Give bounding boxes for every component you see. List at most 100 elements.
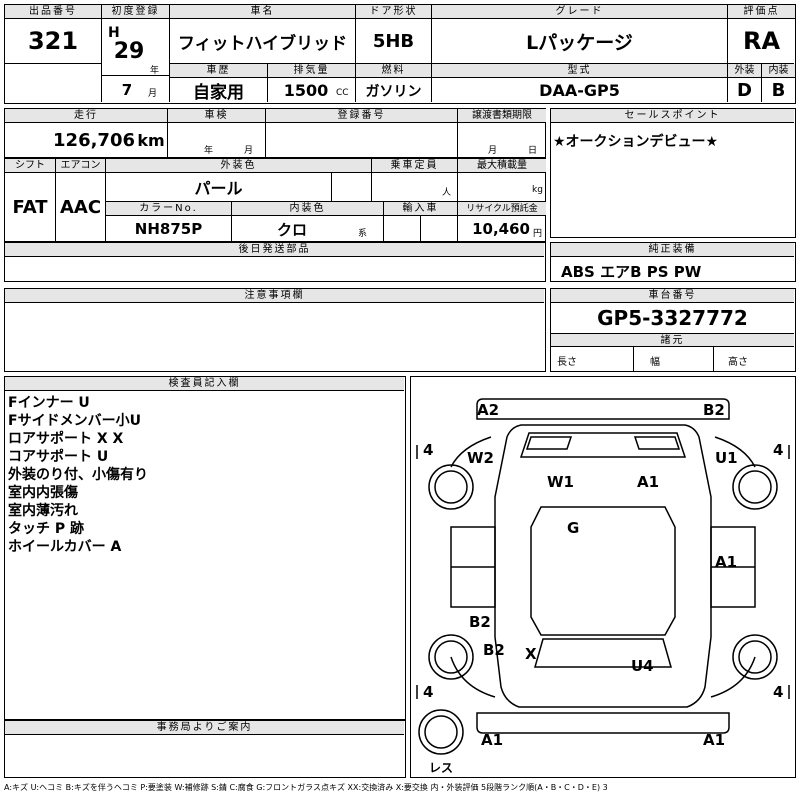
- interior-label: 内装色: [232, 202, 383, 216]
- later-parts-section: 後日発送部品: [4, 242, 546, 282]
- wheel-rear-right: [732, 634, 778, 680]
- chassis-number: GP5-3327772: [597, 306, 748, 330]
- damage-code: U4: [631, 657, 654, 675]
- reg-no-cell: 登録番号: [265, 109, 457, 157]
- fuel-cell: 燃料 ガソリン: [355, 63, 431, 102]
- int-grade: B: [771, 80, 786, 101]
- tire-tread: 4: [423, 683, 434, 701]
- score: RA: [742, 27, 781, 55]
- reg-year: 29: [113, 38, 145, 64]
- import-split: [420, 216, 457, 242]
- load-cell: 最大積載量 kg: [457, 159, 546, 201]
- equipment: ABS エアB PS PW: [561, 263, 702, 281]
- wheel-rear-left: [428, 634, 474, 680]
- transfer-label: 譲渡書類期限: [458, 109, 546, 123]
- door-type: 5HB: [372, 30, 415, 52]
- tire-tread: 4: [773, 441, 784, 459]
- inspection-year-unit: 年: [204, 146, 214, 156]
- windshield-outline: [519, 432, 687, 458]
- width-label: 幅: [650, 357, 660, 368]
- height-cell: 高さ: [713, 347, 794, 371]
- reg-no-label: 登録番号: [266, 109, 457, 123]
- inspector-note: Fサイドメンバー小U: [8, 413, 141, 429]
- sales-point: ★オークションデビュー★: [553, 134, 719, 150]
- ext-cell: 外装 D: [727, 63, 761, 102]
- damage-code: B2: [703, 401, 725, 419]
- score-label: 評価点: [728, 5, 795, 19]
- car-diagram-section: A2 B2 W2 U1 W1 A1 G A1 B2 B2 X U4 A1 A1 …: [410, 376, 796, 778]
- fuel: ガソリン: [365, 83, 422, 100]
- later-parts-label: 後日発送部品: [5, 243, 544, 257]
- inspection-month-unit: 月: [244, 146, 254, 156]
- spec-label: 諸元: [551, 333, 794, 347]
- right-front-fender: [714, 436, 756, 468]
- ext-label: 外装: [728, 64, 761, 78]
- notes-section: 注意事項欄: [4, 288, 546, 372]
- reg-month-unit: 月: [148, 89, 158, 99]
- damage-code: X: [525, 645, 537, 663]
- equipment-section: 純正装備 ABS エアB PS PW: [550, 242, 796, 282]
- legend: A:キズ U:ヘコミ B:キズを伴うヘコミ P:要塗装 W:補修跡 S:錆 C:…: [4, 783, 608, 792]
- damage-code: A1: [481, 731, 504, 749]
- mileage-cell: 走行 126,706 km: [5, 109, 167, 157]
- tire-brackets: [416, 445, 790, 699]
- office-label: 事務局よりご案内: [5, 721, 404, 735]
- import-label: 輸入車: [384, 202, 457, 216]
- ac-label: エアコン: [56, 159, 105, 173]
- shift-label: シフト: [5, 159, 55, 173]
- right-rear-fender: [710, 656, 756, 698]
- color: パール: [194, 179, 243, 198]
- disp-label: 排気量: [268, 64, 355, 78]
- ext-grade: D: [737, 80, 752, 101]
- transfer-cell: 譲渡書類期限 月 日: [457, 109, 546, 157]
- door-label: ドア形状: [356, 5, 431, 19]
- disp-cell: 排気量 1500 CC: [267, 63, 355, 102]
- rear-window: [534, 638, 672, 668]
- inspector-note: タッチ P 跡: [8, 521, 85, 537]
- damage-code: A1: [637, 473, 660, 491]
- reg-year-unit: 年: [150, 66, 160, 76]
- displacement: 1500: [283, 81, 329, 100]
- width-cell: 幅: [633, 347, 713, 371]
- int-cell: 内装 B: [761, 63, 795, 102]
- name-cell: 車名 フィットハイブリッド: [169, 5, 355, 63]
- ac-cell: エアコン AAC: [55, 159, 105, 241]
- chassis-label: 車台番号: [551, 289, 794, 303]
- history-cell: 車歴 自家用: [169, 63, 267, 103]
- recycle-label: リサイクル預託金: [458, 202, 546, 216]
- spec-section: シフト FAT エアコン AAC 外装色 パール 乗車定員 人 最大積載量 kg…: [4, 158, 546, 242]
- left-doors: [450, 526, 496, 608]
- transfer-month-unit: 月: [488, 146, 498, 156]
- ac: AAC: [59, 196, 102, 218]
- mileage-label: 走行: [5, 109, 167, 123]
- sales-point-section: セールスポイント ★オークションデビュー★: [550, 108, 796, 238]
- left-front-fender: [450, 436, 492, 468]
- grade: Lパッケージ: [526, 31, 633, 54]
- left-rear-fender: [450, 656, 496, 698]
- color-cell: 外装色 パール: [105, 159, 371, 201]
- recycle-cell: リサイクル預託金 10,460 円: [457, 201, 546, 241]
- front-bumper-outline: [476, 398, 730, 420]
- history-label: 車歴: [170, 64, 267, 78]
- car-name: フィットハイブリッド: [177, 33, 348, 54]
- inspection-cell: 車検 年 月: [167, 109, 265, 157]
- chassis-section: 車台番号 GP5-3327772 諸元 長さ 幅 高さ: [550, 288, 796, 372]
- mileage-section: 走行 126,706 km 車検 年 月 登録番号 譲渡書類期限 月 日: [4, 108, 546, 158]
- tire-tread: 4: [423, 441, 434, 459]
- wheel-front-right: [732, 464, 778, 510]
- inspector-note: ロアサポート X X: [8, 431, 124, 447]
- lot-label: 出品番号: [5, 5, 101, 19]
- damage-code: A1: [703, 731, 726, 749]
- inspector-note: 外装のり付、小傷有り: [8, 467, 148, 483]
- hood-lines: [525, 436, 681, 450]
- body-outline: [494, 424, 712, 708]
- import-cell: 輸入車: [383, 201, 457, 242]
- history: 自家用: [193, 83, 244, 103]
- inspection-label: 車検: [168, 109, 265, 123]
- interior-cell: 内装色 クロ 系: [231, 201, 383, 241]
- header-section: 出品番号 321 初度登録 H 29 年 7 月 車名 フィットハイブリッド 車…: [4, 4, 796, 104]
- inspector-note: ホイールカバー A: [8, 539, 122, 555]
- interior: クロ: [276, 220, 307, 239]
- office-section: 事務局よりご案内: [4, 720, 406, 778]
- grade-label: グレード: [432, 5, 727, 19]
